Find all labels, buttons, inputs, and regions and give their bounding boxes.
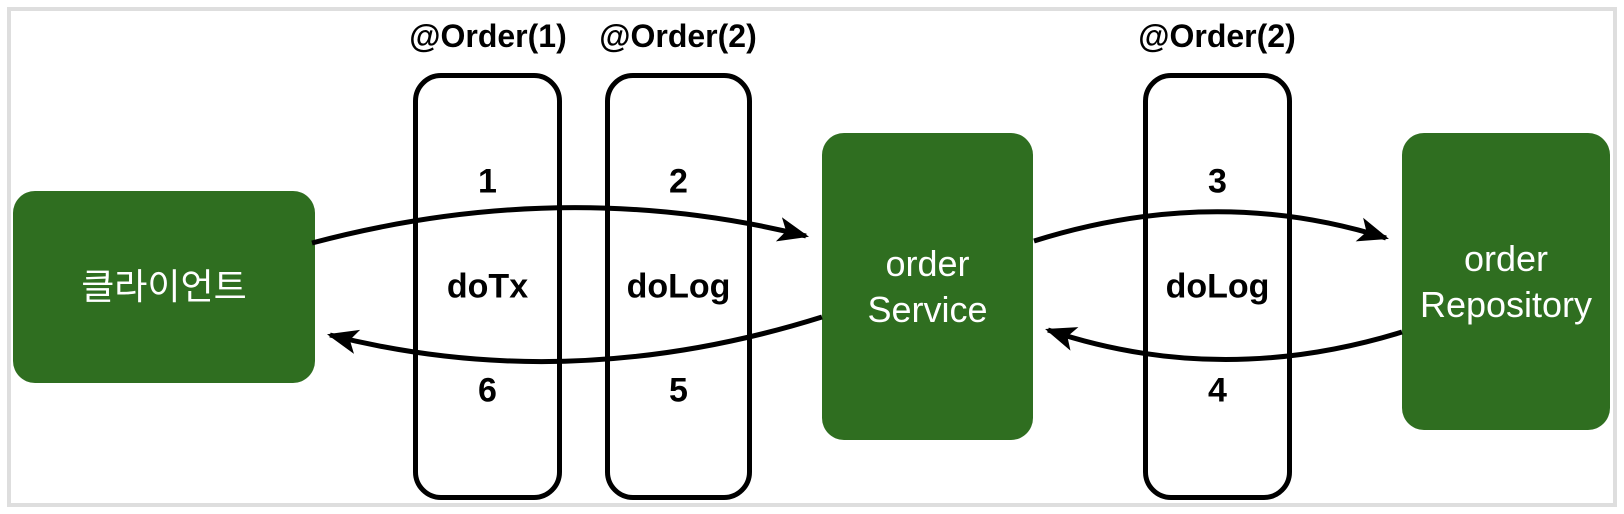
step-number-2: 2 bbox=[669, 162, 688, 201]
step-number-3: 3 bbox=[1208, 162, 1227, 201]
order-repository-node: order Repository bbox=[1402, 133, 1610, 430]
order-annotation-dolog-2: @Order(2) bbox=[1138, 18, 1296, 54]
step-number-4: 4 bbox=[1208, 371, 1227, 410]
client-node: 클라이언트 bbox=[13, 191, 315, 383]
advice-method-dotx: doTx bbox=[446, 267, 529, 305]
advice-method-dolog-1: doLog bbox=[626, 267, 731, 305]
order-repository-label-line1: order bbox=[1463, 238, 1549, 280]
order-repository-label-line2: Repository bbox=[1419, 283, 1593, 325]
aspect-box-dolog-1: 2 doLog 5 bbox=[605, 73, 752, 500]
order-annotation-dotx: @Order(1) bbox=[409, 18, 567, 54]
advice-method-dolog-2: doLog bbox=[1165, 267, 1270, 305]
order-annotation-dolog-1: @Order(2) bbox=[599, 18, 757, 54]
order-service-label-line1: order bbox=[885, 243, 970, 285]
step-number-6: 6 bbox=[478, 371, 497, 410]
step-number-5: 5 bbox=[669, 371, 688, 410]
order-service-node: order Service bbox=[822, 133, 1033, 440]
step-number-1: 1 bbox=[478, 162, 497, 201]
client-label: 클라이언트 bbox=[81, 266, 247, 308]
aspect-box-dotx: 1 doTx 6 bbox=[413, 73, 562, 500]
order-service-label-line2: Service bbox=[867, 288, 988, 330]
aspect-box-dolog-2: 3 doLog 4 bbox=[1143, 73, 1292, 500]
